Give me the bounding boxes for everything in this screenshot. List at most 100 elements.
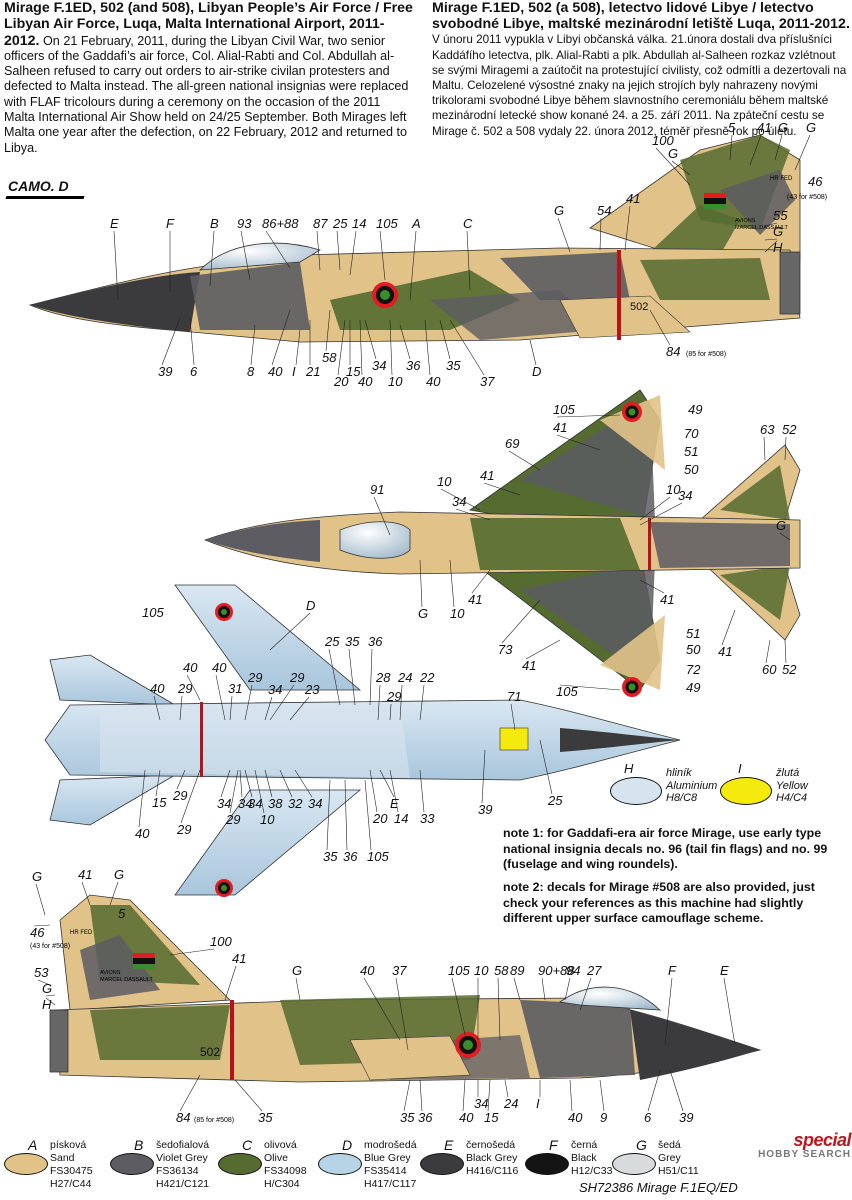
lower-leader-line [377,684,381,721]
tail-code-top: HR FED [770,176,793,182]
lower-callout: 40 [135,826,150,841]
bottom-leader-line [669,1069,684,1112]
top-callout: A [411,216,421,231]
top-callout: 5 [728,120,736,135]
upper-leader-line [483,482,521,496]
upper-leader-line [721,609,736,646]
lower-callout: 31 [228,681,242,696]
kit-reference: SH72386 Mirage F.1EQ/ED [579,1180,738,1195]
lower-callout: 14 [394,811,408,826]
tail-text-top: MARCEL DASSAULT [735,225,789,231]
serial-top: 502 [630,301,648,313]
upper-leader-line [779,532,791,541]
bottom-leader-line [35,883,46,916]
lower-callout: 29 [289,670,304,685]
lower-callout: 22 [419,670,435,685]
top-callout: 34 [372,358,386,373]
chip-aluminium-letter: H [624,761,634,776]
top-callout: E [110,216,119,231]
lower-leader-line [389,769,399,813]
top-callout: 37 [480,374,495,389]
top-callout: 36 [406,358,421,373]
top-callout: H [773,240,783,255]
upper-callout: 34 [678,488,692,503]
bottom-leader-line [647,1069,661,1112]
bottom-leader-line [224,965,237,1001]
lower-leader-line [155,769,161,797]
roundel-lower-bottom [215,879,233,897]
lower-leader-line [269,612,311,651]
lower-leader-line [264,769,273,798]
upper-callout: G [776,518,786,533]
upper-leader-line [639,579,665,594]
lower-leader-line [138,769,146,828]
note-1: note 1: for Gaddafi-era air force Mirage… [503,826,828,872]
bottom-leader-line [497,977,501,1041]
bottom-callout: G [292,963,302,978]
bottom-callout: 58 [494,963,509,978]
bottom-callout: H [42,997,52,1012]
top-leader-line [399,324,411,360]
bottom-leader-line [723,977,736,1046]
top-callout: 40 [426,374,441,389]
bottom-callout: E [720,963,729,978]
lower-callout: 29 [225,812,240,827]
top-leader-line [729,134,733,161]
top-leader-line [325,309,331,352]
top-callout: 40 [358,374,373,389]
bottom-leader-line [579,977,592,1011]
lower-callout: 105 [367,849,389,864]
lower-leader-line [215,674,226,721]
top-callout: F [166,216,175,231]
lower-callout: 36 [343,849,358,864]
chip-yellow-letter: I [738,761,742,776]
lower-leader-line [254,769,265,814]
lower-leader-line [389,703,392,721]
bottom-note-43: (43 for #508) [30,943,70,950]
lower-leader-line [419,769,425,813]
lower-leader-line [179,695,183,721]
upper-callout: 50 [686,642,701,657]
lower-leader-line [369,769,378,813]
lower-callout: 29 [247,670,262,685]
top-leader-line [599,217,602,251]
upper-callout: 50 [684,462,699,477]
bottom-callout: 36 [418,1110,433,1125]
bottom-callout: 105 [448,963,470,978]
lower-callout: 32 [288,796,303,811]
lower-callout: 36 [368,634,383,649]
top-callout: 21 [305,364,320,379]
bottom-callout: 6 [644,1110,652,1125]
upper-callout: 49 [688,402,702,417]
bottom-callout: 35 [258,1110,273,1125]
bottom-leader-line [109,881,119,906]
lower-callout: 24 [397,670,412,685]
tail-code-bottom: HR FED [70,930,93,936]
lower-callout: 28 [375,670,391,685]
lower-callout: 35 [323,849,338,864]
top-leader-line [764,238,778,241]
lower-leader-line [239,769,243,798]
header-czech: Mirage F.1ED, 502 (a 508), letectvo lido… [432,0,850,139]
bottom-leader-line [169,948,215,956]
lower-leader-line [264,696,273,721]
upper-callout: 70 [684,426,699,441]
bottom-leader-line [403,1079,411,1112]
upper-callout: 41 [553,420,567,435]
lower-leader-line [344,779,348,851]
top-callout: 58 [322,350,337,365]
lower-callout: 38 [268,796,283,811]
bottom-callout: 46 [30,925,45,940]
header-english: Mirage F.1ED, 502 (and 508), Libyan Peop… [4,0,414,156]
top-callout: 54 [597,203,611,218]
swatch-letter: A [28,1137,38,1153]
bottom-callout: 27 [586,963,602,978]
lower-callout: 35 [345,634,360,649]
